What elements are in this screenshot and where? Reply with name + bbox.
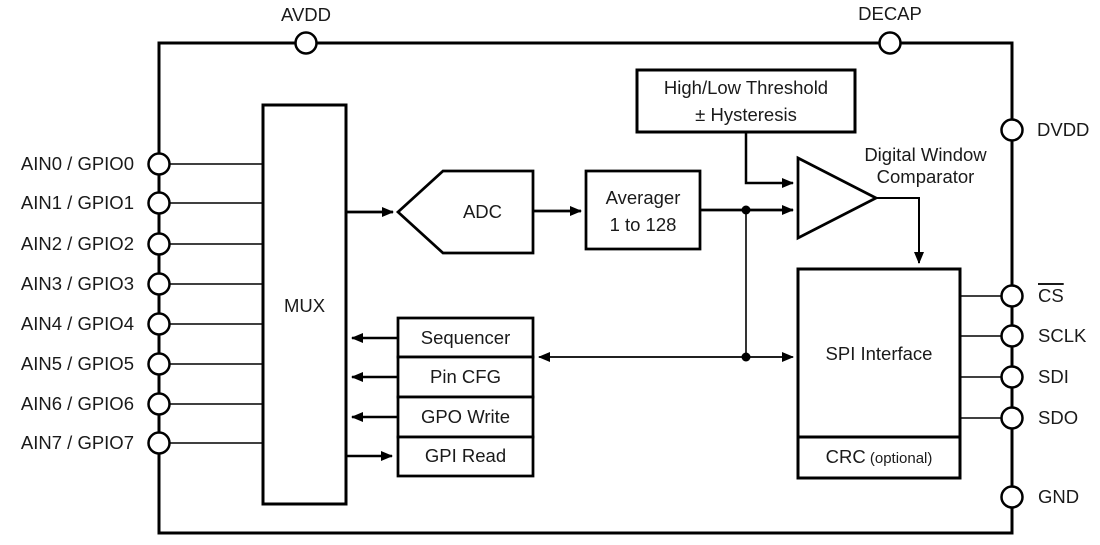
comparator-line1: Digital Window xyxy=(864,144,987,165)
crc-optional-label: (optional) xyxy=(865,450,933,467)
comparator-triangle-shape xyxy=(796,155,880,241)
pin-label-ain2: AIN2 / GPIO2 xyxy=(20,233,134,254)
pin-label-sclk: SCLK xyxy=(1038,325,1087,346)
pin-circle-dvdd xyxy=(1000,118,1024,142)
pin-circle-sclk xyxy=(1000,324,1024,348)
pin-label-ain7: AIN7 / GPIO7 xyxy=(20,432,134,453)
threshold-line2: ± Hysteresis xyxy=(695,104,797,125)
pin-circle-ain2 xyxy=(147,232,171,256)
gpo-write-block-shape xyxy=(396,395,535,439)
averager-line2: 1 to 128 xyxy=(609,214,677,235)
pin-label-ain6: AIN6 / GPIO6 xyxy=(20,393,134,414)
pin-circle-ain4 xyxy=(147,312,171,336)
pin-circle-ain1 xyxy=(147,191,171,215)
averager-block-label: Averager 1 to 128 xyxy=(586,184,700,238)
crc-main-label: CRC xyxy=(825,446,866,467)
pin-label-sdo: SDO xyxy=(1038,407,1079,428)
threshold-line1: High/Low Threshold xyxy=(663,77,829,98)
pin-circle-cs xyxy=(1000,284,1024,308)
pin-label-avdd: AVDD xyxy=(280,4,332,25)
mux-block-shape xyxy=(261,103,348,506)
comparator-label: Digital Window Comparator xyxy=(843,144,1008,187)
pin-circle-gnd xyxy=(1000,485,1024,509)
pin-label-ain5: AIN5 / GPIO5 xyxy=(20,353,134,374)
pin-label-cs: CS xyxy=(1038,285,1064,306)
pin-label-ain4: AIN4 / GPIO4 xyxy=(20,313,134,334)
gpo-write-block-label: GPO Write xyxy=(420,406,511,427)
mux-block-label: MUX xyxy=(283,295,326,316)
pin-circle-ain7 xyxy=(147,431,171,455)
comparator-line2: Comparator xyxy=(876,165,975,187)
averager-line1: Averager xyxy=(605,187,681,208)
sequencer-block-label: Sequencer xyxy=(420,327,511,348)
spi-block-shape xyxy=(796,267,962,480)
pin-label-dvdd: DVDD xyxy=(1037,119,1090,140)
threshold-block-shape xyxy=(635,68,857,134)
pin-circle-sdo xyxy=(1000,406,1024,430)
pin-label-decap: DECAP xyxy=(858,3,922,24)
spi-block-label: SPI Interface xyxy=(825,343,933,364)
pin-cfg-block-label: Pin CFG xyxy=(430,366,501,387)
pin-circle-decap xyxy=(878,31,902,55)
pin-circle-ain0 xyxy=(147,152,171,176)
crc-block-label: CRC (optional) xyxy=(798,446,960,470)
pin-circle-ain3 xyxy=(147,272,171,296)
pin-label-sdi: SDI xyxy=(1038,366,1069,387)
threshold-block-label: High/Low Threshold ± Hysteresis xyxy=(637,74,855,128)
pin-label-ain3: AIN3 / GPIO3 xyxy=(20,273,134,294)
pin-label-gnd: GND xyxy=(1038,486,1080,507)
pin-circle-ain5 xyxy=(147,352,171,376)
pin-circle-sdi xyxy=(1000,365,1024,389)
pin-label-ain0: AIN0 / GPIO0 xyxy=(20,153,134,174)
wire-comparator-to-spi xyxy=(876,197,924,264)
pin-circle-avdd xyxy=(294,31,318,55)
sequencer-block-shape xyxy=(396,316,535,359)
pin-circle-ain6 xyxy=(147,392,171,416)
wire-threshold-to-comparator xyxy=(744,132,794,188)
gpi-read-block-label: GPI Read xyxy=(424,445,507,466)
gpi-read-block-shape xyxy=(396,435,535,478)
junction-dot-averager-output xyxy=(741,205,751,215)
pin-label-ain1: AIN1 / GPIO1 xyxy=(20,192,134,213)
adc-block-label: ADC xyxy=(462,201,503,222)
